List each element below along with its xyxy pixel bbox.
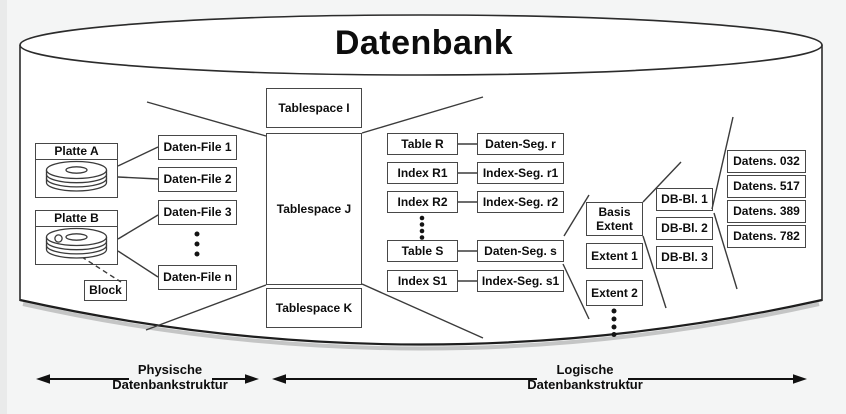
legend-physical: Physische Datenbankstruktur: [95, 362, 245, 392]
basis-extent-box: Basis Extent: [586, 202, 643, 236]
daten-seg-s-box: Daten-Seg. s: [477, 240, 564, 262]
cylinder-top-ellipse: [19, 14, 823, 76]
data-file-3-box: Daten-File 3: [158, 200, 237, 225]
legend-physical-line1: Physische: [137, 362, 203, 377]
db-block-3-box: DB-Bl. 3: [656, 246, 713, 269]
index-seg-s1-box: Index-Seg. s1: [477, 270, 564, 292]
tablespace-k-box: Tablespace K: [266, 288, 362, 328]
cylinder-bottom-shadow: [22, 302, 820, 351]
data-file-2-box: Daten-File 2: [158, 167, 237, 192]
tablespace-i-box: Tablespace I: [266, 88, 362, 128]
legend-logical-line2: Datenbankstruktur: [527, 377, 643, 392]
daten-seg-r-box: Daten-Seg. r: [477, 133, 564, 155]
index-r2-box: Index R2: [387, 191, 458, 213]
disk-a-label: Platte A: [36, 144, 117, 160]
tablespace-j-box: Tablespace J: [266, 133, 362, 285]
index-s1-box: Index S1: [387, 270, 458, 292]
window-edge: [0, 0, 7, 414]
legend-physical-line2: Datenbankstruktur: [112, 377, 228, 392]
diagram-title: Datenbank: [334, 24, 514, 62]
legend-logical-line1: Logische: [556, 362, 614, 377]
disk-b-box: Platte B: [35, 210, 118, 265]
record-782-box: Datens. 782: [727, 225, 806, 248]
extent-2-box: Extent 2: [586, 280, 643, 306]
disk-b-label: Platte B: [36, 211, 117, 227]
db-block-1-box: DB-Bl. 1: [656, 188, 713, 211]
table-r-box: Table R: [387, 133, 458, 155]
cylinder-bottom-edge: [19, 298, 823, 346]
data-file-n-box: Daten-File n: [158, 265, 237, 290]
extent-1-box: Extent 1: [586, 243, 643, 269]
disk-a-box: Platte A: [35, 143, 118, 198]
record-517-box: Datens. 517: [727, 175, 806, 198]
index-seg-r1-box: Index-Seg. r1: [477, 162, 564, 184]
data-file-1-box: Daten-File 1: [158, 135, 237, 160]
record-389-box: Datens. 389: [727, 200, 806, 223]
db-block-2-box: DB-Bl. 2: [656, 217, 713, 240]
record-032-box: Datens. 032: [727, 150, 806, 173]
block-box: Block: [84, 280, 127, 301]
index-r1-box: Index R1: [387, 162, 458, 184]
legend-logical: Logische Datenbankstruktur: [510, 362, 660, 392]
table-s-box: Table S: [387, 240, 458, 262]
index-seg-r2-box: Index-Seg. r2: [477, 191, 564, 213]
